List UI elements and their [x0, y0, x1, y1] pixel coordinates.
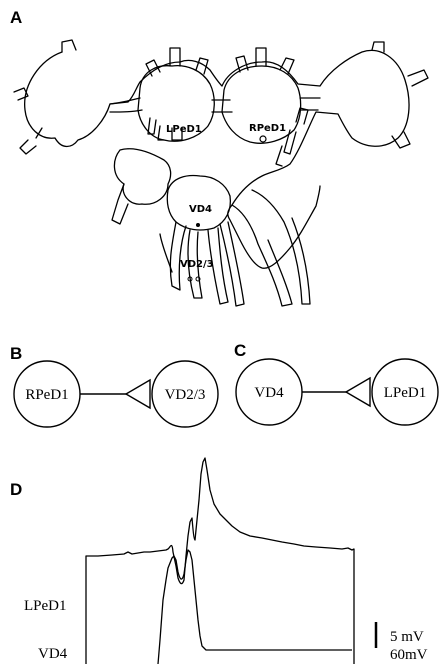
scale-label-bottom: 60mV [390, 647, 428, 663]
trace-label-vd4: VD4 [38, 646, 68, 662]
synapse-triangle-icon [124, 378, 151, 410]
synapse-triangle-icon [344, 376, 371, 408]
vd2-soma-icon [187, 276, 193, 282]
panel-b-letter: B [10, 344, 23, 363]
vd3-soma-icon [195, 276, 201, 282]
panel-c-connection: VD4 LPeD1 [235, 358, 439, 426]
label-rped1: RPeD1 [249, 123, 286, 134]
right-pedal-ganglion [221, 65, 302, 144]
central-ganglion [166, 174, 232, 231]
panel-a-letter: A [10, 8, 23, 27]
label-vd4: VD4 [189, 204, 212, 215]
trace-label-lped1: LPeD1 [24, 598, 67, 614]
brain-drawing [13, 39, 429, 307]
left-ganglion [24, 49, 410, 269]
panel-b-pre-label: RPeD1 [25, 387, 68, 403]
vd23-node [151, 360, 219, 428]
lower-left-lobe [113, 148, 172, 205]
left-pedal-ganglion [137, 64, 215, 142]
lped1-node [371, 358, 439, 426]
vd4-soma-icon [196, 223, 200, 227]
panel-c-post-label: LPeD1 [384, 385, 427, 401]
scale-label-top: 5 mV [390, 629, 424, 645]
panel-c-letter: C [234, 341, 247, 360]
lped1-trace [85, 457, 355, 664]
panel-d-traces [85, 457, 378, 664]
panel-d-letter: D [10, 480, 23, 499]
label-lped1: LPeD1 [166, 124, 202, 135]
panel-c-pre-label: VD4 [254, 385, 284, 401]
label-vd23: VD2/3 [180, 259, 214, 270]
panel-b-connection: RPeD1 VD2/3 [13, 360, 219, 428]
panel-b-post-label: VD2/3 [165, 387, 206, 403]
rped1-soma-icon [259, 135, 267, 143]
